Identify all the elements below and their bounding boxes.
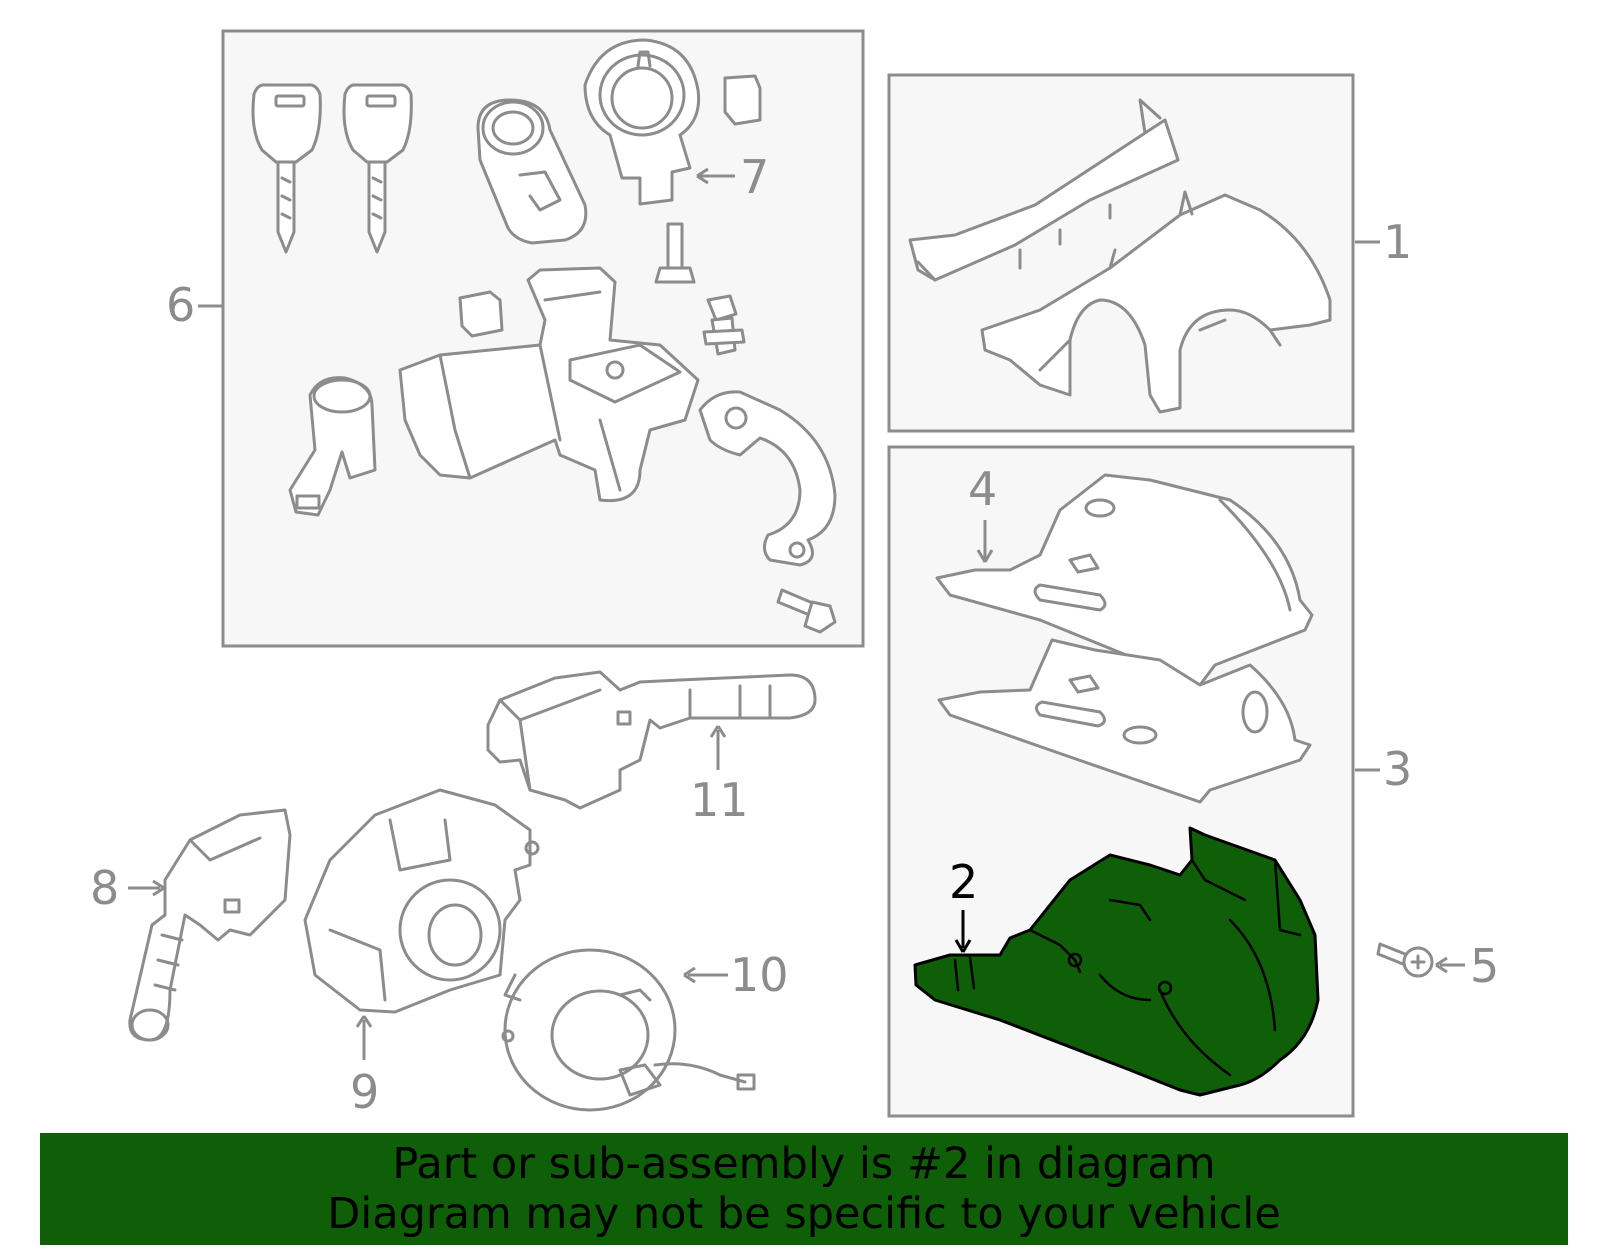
turn-signal-switch [128,808,292,1042]
small-block [458,290,504,338]
banner-line-disclaimer: Diagram may not be specific to your vehi… [327,1189,1281,1239]
key-right [342,83,413,254]
group-box-ignition-lock-set [221,29,865,648]
callout-5: 5 [1470,939,1499,993]
callout-11: 11 [690,773,749,827]
callout-2: 2 [949,855,978,909]
callout-labels: 1 2 3 4 5 6 7 8 9 10 11 [90,150,1499,1119]
lock-screw [776,588,837,634]
banner-line-part: Part or sub-assembly is #2 in diagram [392,1139,1216,1189]
trim-strip [908,98,1180,282]
bolt-upper [654,222,696,284]
key-left [251,83,322,254]
info-banner: Part or sub-assembly is #2 in diagram Di… [40,1133,1568,1245]
cover-panel-lower [937,638,1312,804]
highlighted-part-2-lower-column-cover[interactable] [913,826,1320,1097]
callout-1: 1 [1383,215,1412,269]
callout-3: 3 [1383,742,1412,796]
callout-4: 4 [968,462,997,516]
upper-column-cover [980,190,1332,414]
leader-lines [128,167,1465,1060]
clockspring [501,948,756,1112]
bolt-lower [702,294,746,356]
combination-switch-body [303,788,540,1014]
callout-8: 8 [90,861,119,915]
steering-lock-housing [398,266,700,503]
ignition-switch [288,376,377,517]
screw-5 [1376,942,1434,978]
callout-7: 7 [740,150,769,204]
cover-panel-4 [935,473,1314,687]
wiper-switch [486,670,817,810]
group-box-lower-cover-set [887,445,1355,1118]
lock-bracket [698,390,837,567]
part-2-shape[interactable] [913,826,1320,1097]
transponder-ring [583,38,701,206]
lock-cylinder [476,98,588,245]
callout-10: 10 [730,948,789,1002]
group-box-upper-cover [887,73,1355,433]
small-clip [723,74,762,126]
callout-9: 9 [350,1065,379,1119]
callout-6: 6 [166,278,195,332]
